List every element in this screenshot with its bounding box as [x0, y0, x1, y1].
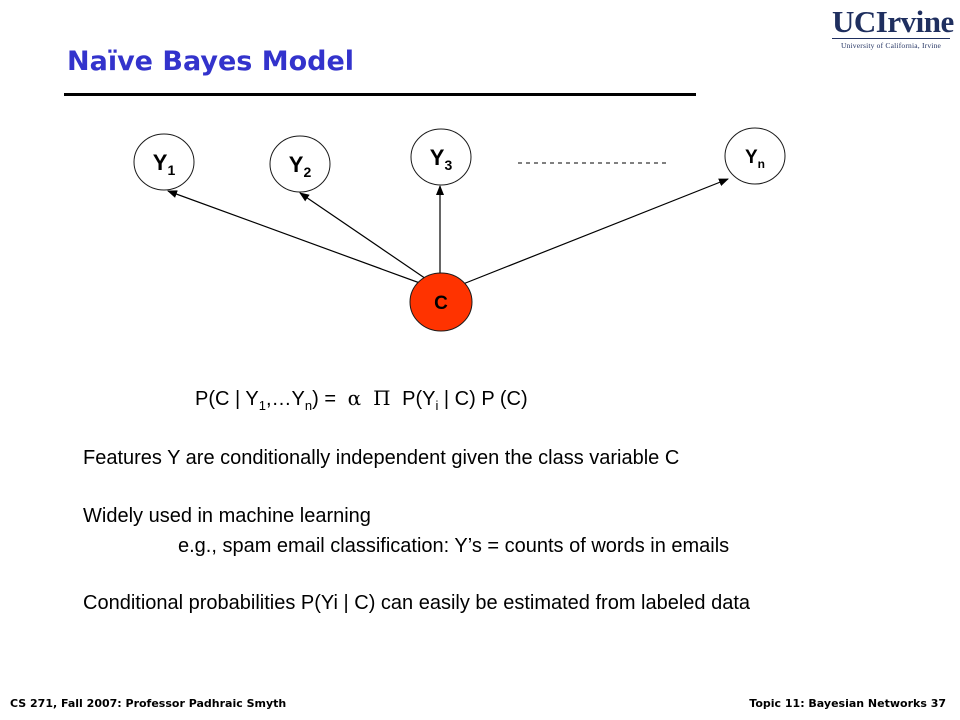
node-y2: Y2: [269, 135, 331, 193]
node-c-label: C: [434, 293, 448, 314]
formula-rhs-suffix: | C) P (C): [438, 388, 528, 410]
uci-logo: UCIrvine University of California, Irvin…: [832, 4, 954, 50]
text-line-widely-used: Widely used in machine learning: [83, 505, 371, 527]
edge-c-yn: [457, 178, 729, 287]
node-y1-subscript: 1: [167, 162, 175, 178]
svg-text:Y1: Y1: [153, 150, 176, 178]
formula-rhs-prefix: P(Y: [402, 388, 436, 410]
node-yn-subscript: n: [758, 157, 765, 171]
svg-text:Y2: Y2: [289, 152, 312, 180]
svg-text:Yn: Yn: [745, 147, 765, 171]
slide-title: Naïve Bayes Model: [67, 46, 355, 77]
text-line-conditional-probabilities: Conditional probabilities P(Yi | C) can …: [83, 592, 751, 614]
alpha-symbol: α: [347, 386, 362, 410]
logo-wordmark: UCIrvine: [832, 4, 954, 39]
formula-sub-i: i: [435, 398, 439, 413]
logo-subtitle: University of California, Irvine: [832, 38, 950, 50]
node-y3-subscript: 3: [444, 157, 452, 173]
title-underline: [64, 93, 696, 96]
node-y3-label: Y: [430, 145, 445, 170]
footer-topic-page: Topic 11: Bayesian Networks 37: [749, 697, 946, 710]
footer-course: CS 271, Fall 2007: Professor Padhraic Sm…: [10, 697, 287, 710]
node-y2-label: Y: [289, 152, 304, 177]
formula-middle: ,…Y: [265, 388, 305, 410]
formula-sub-1: 1: [258, 398, 266, 413]
node-yn: Yn: [724, 127, 786, 185]
formula-lhs-suffix: ) =: [312, 388, 337, 410]
product-symbol: Π: [373, 386, 391, 410]
node-y3: Y3: [410, 128, 472, 186]
node-y1: Y1: [133, 133, 195, 191]
text-line-independence: Features Y are conditionally independent…: [83, 447, 680, 469]
svg-text:Y3: Y3: [430, 145, 453, 173]
edge-c-y2: [299, 192, 433, 284]
node-y2-subscript: 2: [303, 164, 311, 180]
node-y1-label: Y: [153, 150, 168, 175]
edge-c-y1: [167, 190, 429, 287]
formula-sub-n: n: [304, 398, 313, 413]
formula-lhs-prefix: P(C | Y: [195, 388, 259, 410]
text-line-spam-example: e.g., spam email classification: Y’s = c…: [178, 535, 730, 557]
node-yn-label: Y: [745, 147, 758, 168]
node-c: C: [409, 272, 473, 332]
